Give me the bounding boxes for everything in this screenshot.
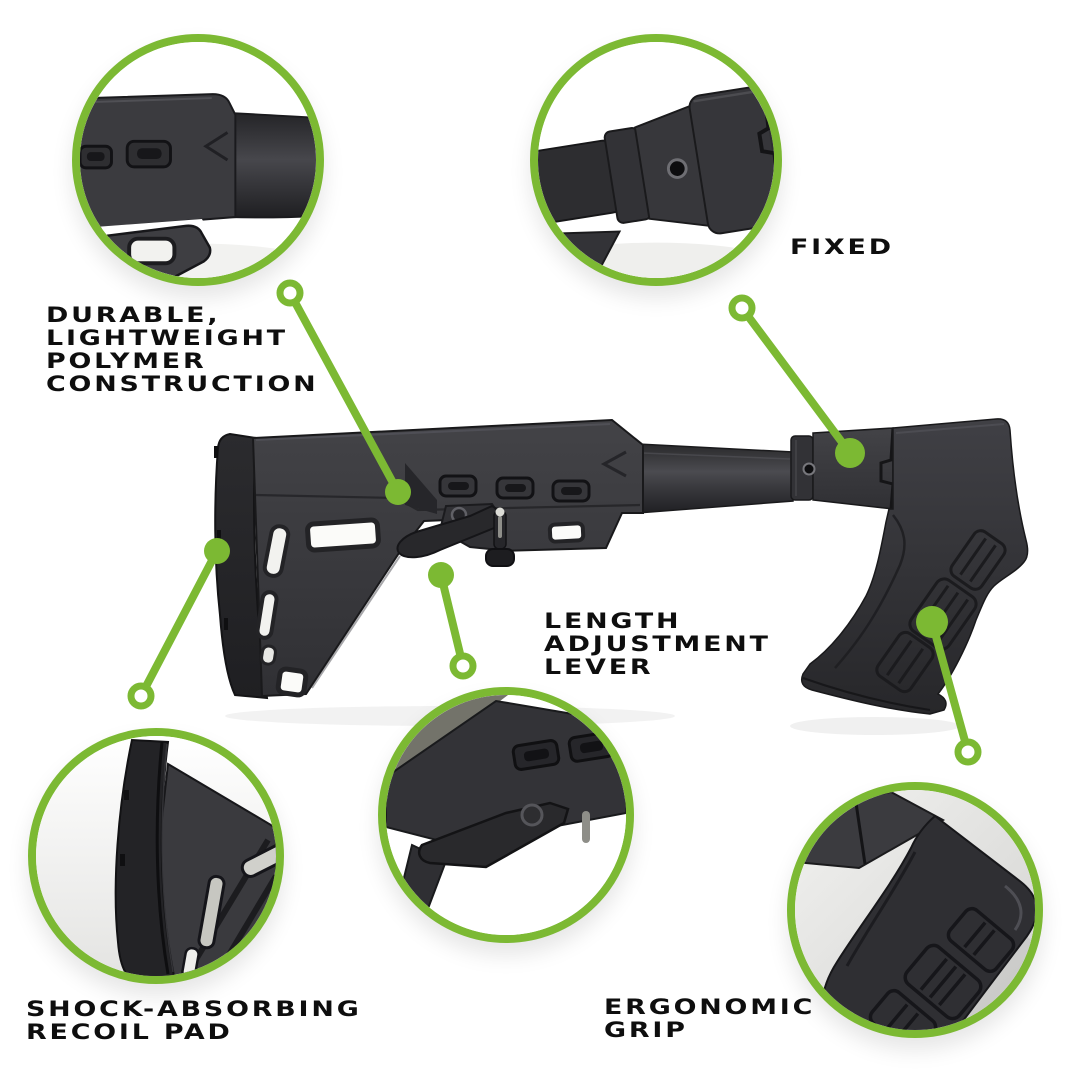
fixed-tube-assembly bbox=[538, 79, 774, 278]
inset-circle-polymer bbox=[72, 34, 324, 286]
fixed-screw-hole bbox=[666, 158, 688, 179]
window-cutouts bbox=[255, 517, 381, 698]
inset-circle-fixed bbox=[530, 34, 782, 286]
fixed-zoom-photo bbox=[538, 42, 774, 278]
chin-window bbox=[547, 521, 586, 544]
inset-circle-lever bbox=[378, 687, 634, 943]
stock-product bbox=[214, 418, 1029, 715]
pistol-grip bbox=[800, 418, 1029, 715]
callout-label-polymer: DURABLE, LIGHTWEIGHT POLYMER CONSTRUCTIO… bbox=[46, 303, 319, 396]
grip-zoom-photo bbox=[795, 790, 1035, 1030]
connector-ring-polymer bbox=[276, 279, 304, 307]
polymer-vent-slots bbox=[80, 139, 172, 170]
connector-ring-recoil-pad bbox=[127, 682, 155, 710]
connector-dot-fixed bbox=[835, 438, 865, 468]
connector-dot-polymer bbox=[385, 479, 411, 505]
recoil-pad-zoom-photo bbox=[36, 736, 276, 976]
connector-fixed bbox=[728, 294, 865, 468]
callout-label-lever: LENGTH ADJUSTMENT LEVER bbox=[544, 609, 771, 679]
grip-texture-panels-zoom bbox=[868, 906, 1016, 1030]
connector-ring-lever bbox=[449, 652, 477, 680]
connector-grip bbox=[916, 606, 982, 766]
adjustment-lever bbox=[396, 502, 515, 567]
polymer-zoom-photo bbox=[80, 42, 316, 278]
stock-body bbox=[251, 418, 644, 698]
vent-slots bbox=[438, 474, 591, 503]
callout-label-fixed: FIXED bbox=[790, 235, 894, 259]
connector-dot-recoil-pad bbox=[204, 538, 230, 564]
connector-polymer bbox=[276, 279, 411, 505]
connector-lever bbox=[428, 562, 477, 680]
connector-ring-fixed bbox=[728, 294, 756, 322]
connector-dot-grip bbox=[916, 606, 948, 638]
connector-dot-lever bbox=[428, 562, 454, 588]
adapter-screw-hole bbox=[802, 462, 816, 476]
lever-boss bbox=[485, 548, 515, 567]
callout-label-grip: ERGONOMIC GRIP bbox=[604, 995, 816, 1042]
lever-zoom-photo bbox=[386, 695, 626, 935]
stock-tube bbox=[637, 443, 794, 514]
lever-detent-pin bbox=[582, 811, 590, 843]
callout-connectors bbox=[127, 279, 982, 766]
callout-label-recoil-pad: SHOCK-ABSORBING RECOIL PAD bbox=[26, 997, 362, 1044]
inset-circle-grip bbox=[787, 782, 1043, 1038]
connector-ring-grip bbox=[954, 738, 982, 766]
connector-recoil-pad bbox=[127, 538, 230, 710]
inset-circle-recoil-pad bbox=[28, 728, 284, 984]
